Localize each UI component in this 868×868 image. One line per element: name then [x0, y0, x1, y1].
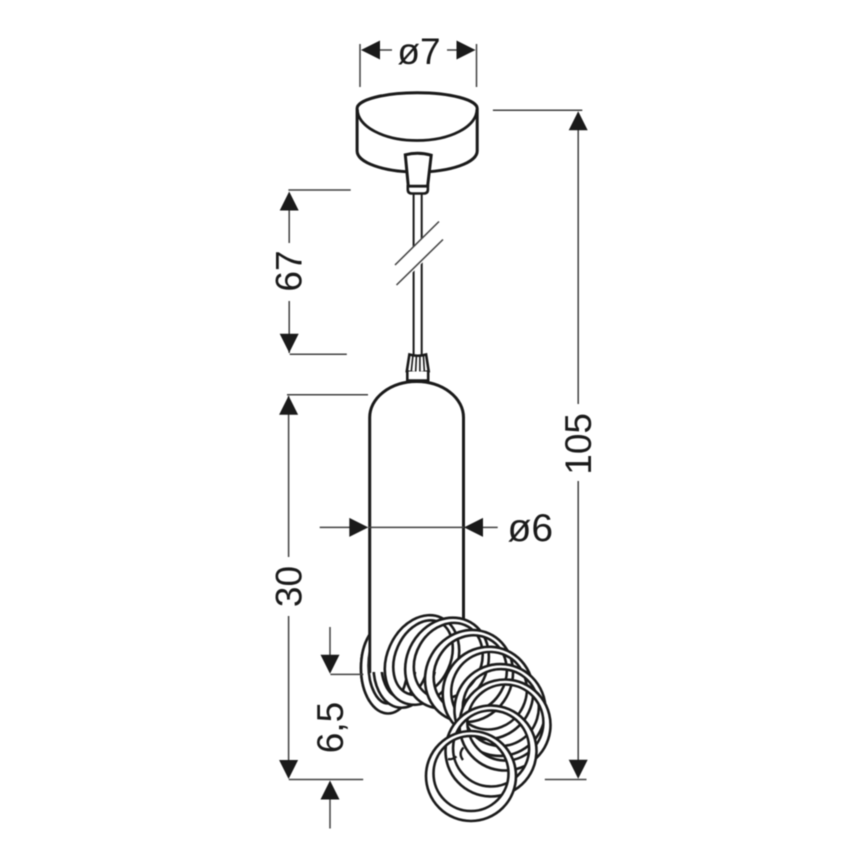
svg-text:105: 105 — [558, 413, 599, 475]
svg-text:67: 67 — [269, 250, 310, 291]
svg-text:ø7: ø7 — [397, 31, 440, 72]
svg-text:6,5: 6,5 — [310, 702, 351, 753]
svg-text:ø6: ø6 — [508, 507, 554, 550]
svg-text:30: 30 — [269, 566, 310, 607]
